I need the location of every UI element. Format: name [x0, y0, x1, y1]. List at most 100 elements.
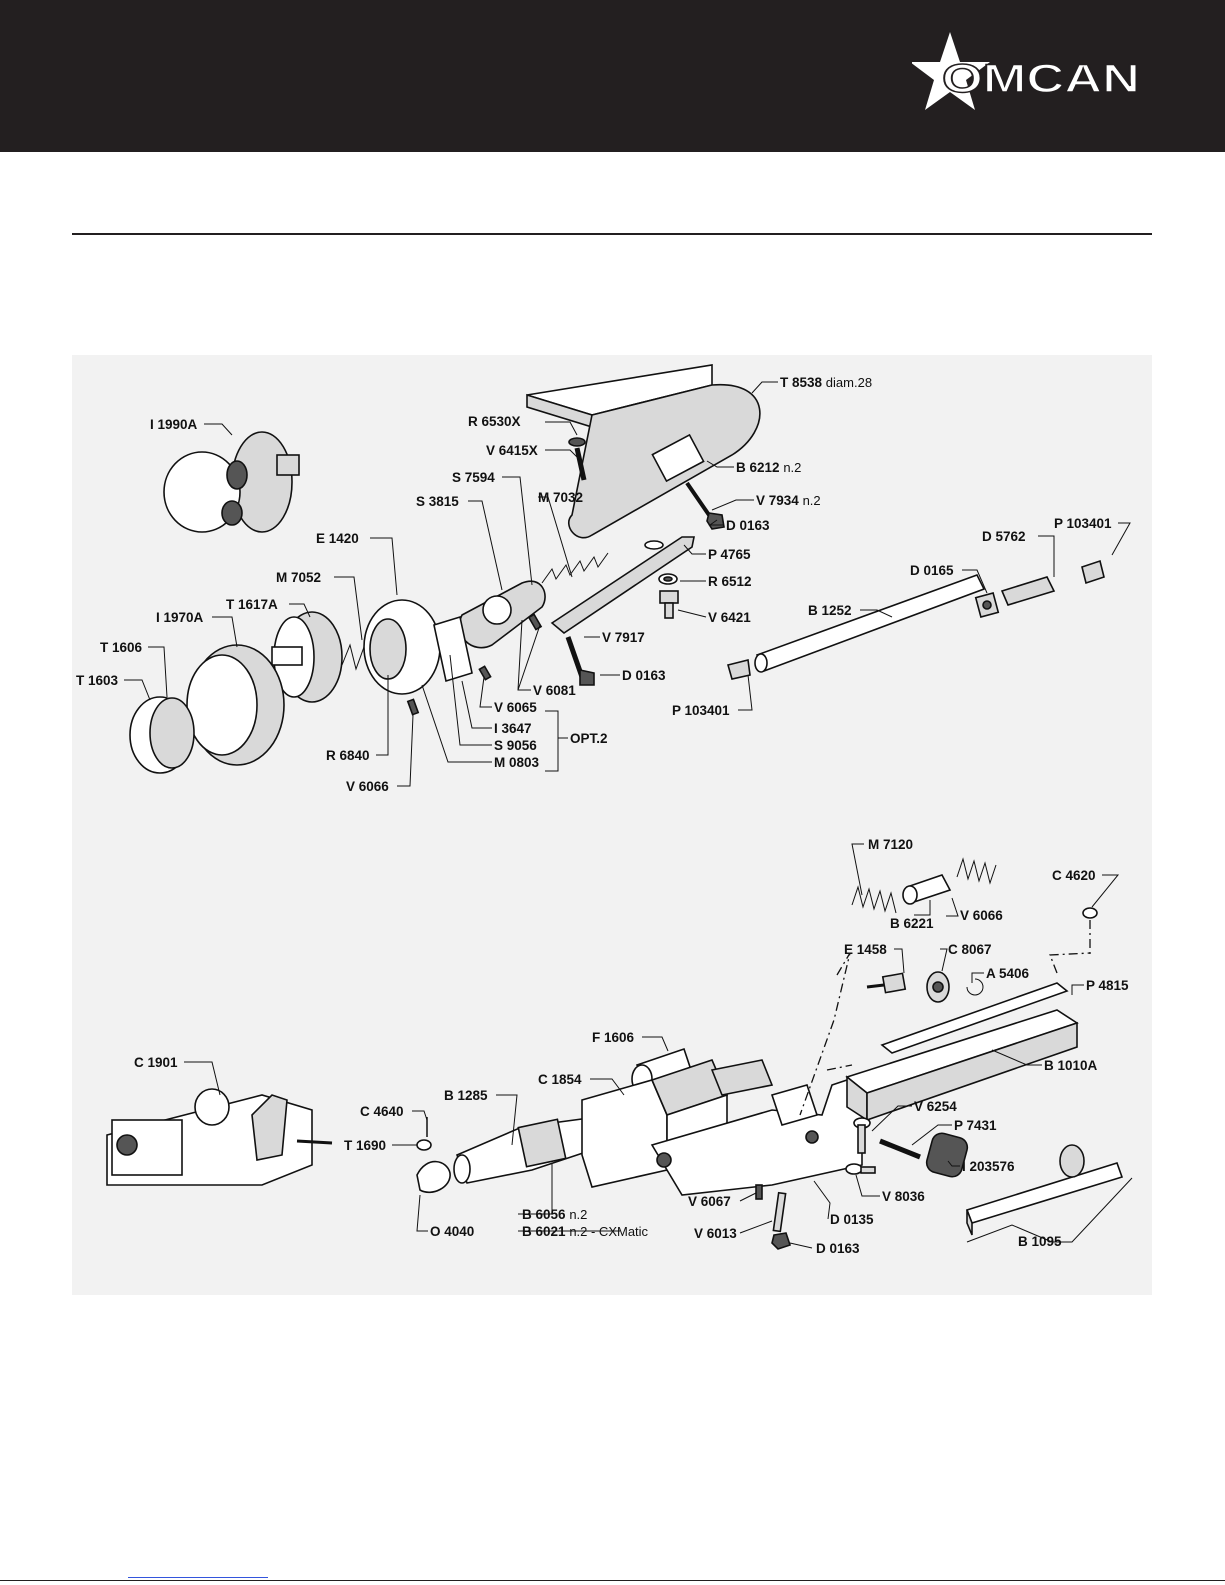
strip-p4815-part	[880, 982, 1069, 1054]
label-v6066-bottom: V 6066	[960, 908, 1003, 923]
footer-link-underline[interactable]	[128, 1577, 268, 1578]
clip-a5406-part	[966, 978, 984, 996]
footer-rule	[0, 1580, 1225, 1581]
hub-t1617a-part	[271, 611, 343, 703]
label-b1095: B 1095	[1018, 1234, 1062, 1249]
label-v6081: V 6081	[533, 683, 576, 698]
label-opt2: OPT.2	[570, 731, 608, 746]
label-m7052: M 7052	[276, 570, 321, 585]
spring-m7032-part	[541, 552, 609, 584]
label-b1010a: B 1010A	[1044, 1058, 1098, 1073]
pin-e1458-part	[866, 972, 907, 994]
label-b1285: B 1285	[444, 1088, 488, 1103]
label-p103401-top: P 103401	[1054, 516, 1112, 531]
rod-b1252-part	[727, 574, 986, 680]
label-p4765: P 4765	[708, 547, 751, 562]
set-screw-v6067-part	[755, 1184, 763, 1200]
set-screw-v6066-part	[406, 698, 420, 716]
label-r6840: R 6840	[326, 748, 370, 763]
exploded-parts-diagram: I 1990A R 6530X T 8538 diam.28 V 6415X B…	[72, 355, 1152, 1295]
label-o4040: O 4040	[430, 1224, 474, 1239]
label-v6065: V 6065	[494, 700, 537, 715]
screw-v8036-part	[845, 1163, 876, 1175]
label-p103401-bottom: P 103401	[672, 703, 730, 718]
label-b6221: B 6221	[890, 916, 934, 931]
label-m7120: M 7120	[868, 837, 913, 852]
label-c1854: C 1854	[538, 1072, 582, 1087]
label-d0163-top: D 0163	[726, 518, 770, 533]
label-t1617a: T 1617A	[226, 597, 278, 612]
screw-v7917-part	[565, 636, 595, 686]
label-v6415x: V 6415X	[486, 443, 538, 458]
plate-i3647-part	[433, 615, 473, 683]
title-rule	[72, 233, 1152, 235]
label-e1458: E 1458	[844, 942, 887, 957]
label-i203576: I 203576	[962, 1159, 1015, 1174]
screw-v6254-part	[853, 1117, 871, 1154]
label-i3647: I 3647	[494, 721, 532, 736]
label-b1252: B 1252	[808, 603, 852, 618]
label-s9056: S 9056	[494, 738, 537, 753]
label-r6530x: R 6530X	[468, 414, 521, 429]
label-c8067: C 8067	[948, 942, 992, 957]
label-d0165: D 0165	[910, 563, 954, 578]
label-d0135: D 0135	[830, 1212, 874, 1227]
label-v6254: V 6254	[914, 1099, 957, 1114]
lever-s3815-part	[458, 580, 546, 649]
nut-d0163-part	[771, 1232, 792, 1250]
ring-t1690-part	[416, 1139, 432, 1151]
label-v6066-top: V 6066	[346, 779, 389, 794]
bolt-v6421-part	[659, 590, 679, 619]
label-b6021: B 6021 n.2 - CXMatic	[522, 1224, 649, 1239]
label-b6212: B 6212 n.2	[736, 460, 801, 475]
label-e1420: E 1420	[316, 531, 359, 546]
omcan-logo: OMCAN	[912, 32, 1141, 110]
label-s3815: S 3815	[416, 494, 459, 509]
screw-v6013-part	[772, 1191, 787, 1233]
label-t8538: T 8538 diam.28	[780, 375, 872, 390]
knob-i1970a-part	[186, 644, 285, 766]
label-s7594: S 7594	[452, 470, 495, 485]
cap-t1603-part	[129, 696, 195, 774]
label-a5406: A 5406	[986, 966, 1030, 981]
label-t1690: T 1690	[344, 1138, 386, 1153]
bearing-c8067-part	[926, 971, 950, 1003]
leader-lines	[124, 381, 1133, 1249]
bar-b1095-part	[965, 1144, 1124, 1236]
label-t1603: T 1603	[76, 673, 119, 688]
page-header: OMCAN	[0, 0, 1225, 152]
knob-i1990a-part	[163, 431, 300, 533]
bolt-d5762-part	[1000, 576, 1056, 606]
bushing-b6221-part	[902, 874, 952, 905]
arm-p4765-part	[550, 536, 695, 634]
label-v6013: V 6013	[694, 1226, 737, 1241]
set-screw-v6065-part	[478, 665, 492, 681]
label-d5762: D 5762	[982, 529, 1026, 544]
spring-m7120-part	[851, 857, 997, 914]
label-b6056: B 6056 n.2	[522, 1207, 587, 1222]
label-v6421: V 6421	[708, 610, 751, 625]
label-i1990a: I 1990A	[150, 417, 198, 432]
label-d0163-bottom: D 0163	[816, 1241, 860, 1256]
screw-v6415x-part	[568, 437, 587, 481]
label-m0803: M 0803	[494, 755, 540, 770]
label-c4640: C 4640	[360, 1104, 404, 1119]
screw-c4620-part	[1082, 907, 1098, 955]
label-v6067: V 6067	[688, 1194, 731, 1209]
logo-star-icon	[912, 32, 990, 110]
label-t1606: T 1606	[100, 640, 143, 655]
label-c1901: C 1901	[134, 1055, 178, 1070]
part-labels: I 1990A R 6530X T 8538 diam.28 V 6415X B…	[76, 375, 1129, 1256]
disc-e1420-part	[363, 599, 441, 695]
label-v8036: V 8036	[882, 1189, 925, 1204]
handle-tube-t8538-part	[526, 364, 761, 539]
screw-v7934-part	[685, 481, 725, 530]
label-f1606: F 1606	[592, 1030, 635, 1045]
label-v7917: V 7917	[602, 630, 645, 645]
shaft-b1285-part	[453, 1116, 609, 1184]
label-m7032: M 7032	[538, 490, 583, 505]
label-p7431: P 7431	[954, 1118, 997, 1133]
cap-o4040-part	[416, 1160, 451, 1194]
washer-r6512-part	[658, 573, 678, 585]
pin-p7431-part	[879, 1138, 921, 1160]
